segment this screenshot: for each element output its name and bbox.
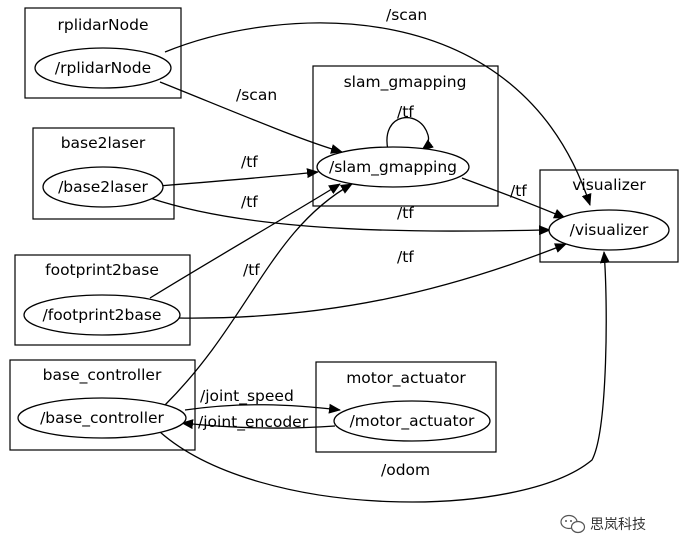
node-motor_actuator[interactable]: /motor_actuator [333, 400, 491, 442]
node-visualizer[interactable]: /visualizer [548, 209, 670, 251]
edge-label-scan-top: /scan [386, 6, 427, 24]
edge-label-tf-slam-visualizer: /tf [510, 182, 527, 200]
node-slam_gmapping[interactable]: /slam_gmapping [316, 146, 470, 188]
node-footprint2base[interactable]: /footprint2base [23, 294, 181, 336]
group-title-base2laser: base2laser [61, 134, 146, 152]
node-label-rplidarNode: /rplidarNode [55, 59, 151, 77]
node-label-base2laser: /base2laser [58, 178, 148, 196]
edge-scan-rplidar-visualizer [164, 22, 592, 206]
wechat-icon [560, 514, 586, 534]
node-label-slam_gmapping: /slam_gmapping [329, 158, 457, 177]
node-label-base_controller: /base_controller [40, 409, 164, 428]
node-label-motor_actuator: /motor_actuator [350, 412, 475, 431]
edge-tf-footprint-visualizer [177, 243, 567, 319]
group-title-base_controller: base_controller [43, 366, 162, 385]
edges [149, 22, 610, 503]
group-title-motor_actuator: motor_actuator [346, 369, 466, 388]
edge-label-tf-base2laser-slam: /tf [241, 153, 258, 171]
edge-label-tf-base_controller-slam: /tf [243, 261, 260, 279]
watermark-text: 思岚科技 [590, 517, 646, 533]
edge-label-tf-self: /tf [397, 103, 414, 121]
node-base2laser[interactable]: /base2laser [42, 166, 164, 208]
edge-tf-base2laser-slam [157, 168, 319, 187]
edge-tf-footprint-slam [149, 183, 341, 299]
group-title-footprint2base: footprint2base [45, 261, 159, 279]
edge-label-scan-mid: /scan [236, 86, 277, 104]
group-title-visualizer: visualizer [572, 176, 646, 194]
edge-tf-base_controller-slam [164, 183, 353, 406]
edge-label-odom: /odom [381, 461, 430, 479]
edge-label-tf-base2laser-visualizer: /tf [397, 204, 414, 222]
node-base_controller[interactable]: /base_controller [17, 397, 187, 439]
edge-tf-base2laser-visualizer [149, 197, 551, 236]
edge-label-tf-footprint-slam: /tf [241, 193, 258, 211]
group-title-slam_gmapping: slam_gmapping [344, 73, 467, 92]
edge-label-joint_encoder: /joint_encoder [198, 413, 309, 432]
edge-tf-slam-visualizer [461, 177, 566, 219]
watermark: 思岚科技 [560, 514, 646, 534]
edge-odom [159, 251, 610, 503]
group-title-rplidarNode: rplidarNode [58, 16, 149, 34]
edge-labels: /scan /scan /tf /tf /tf /tf /tf /tf /tf … [198, 6, 527, 479]
node-label-visualizer: /visualizer [570, 221, 649, 239]
edge-tf-slam-self [386, 117, 434, 151]
node-rplidarNode[interactable]: /rplidarNode [34, 47, 172, 89]
edge-scan-rplidar-slam [159, 81, 343, 154]
edge-label-joint_speed: /joint_speed [200, 387, 294, 406]
node-label-footprint2base: /footprint2base [43, 306, 162, 324]
edge-joint_encoder [181, 419, 336, 430]
edge-joint_speed [184, 403, 341, 414]
edge-label-tf-footprint-visualizer: /tf [397, 248, 414, 266]
